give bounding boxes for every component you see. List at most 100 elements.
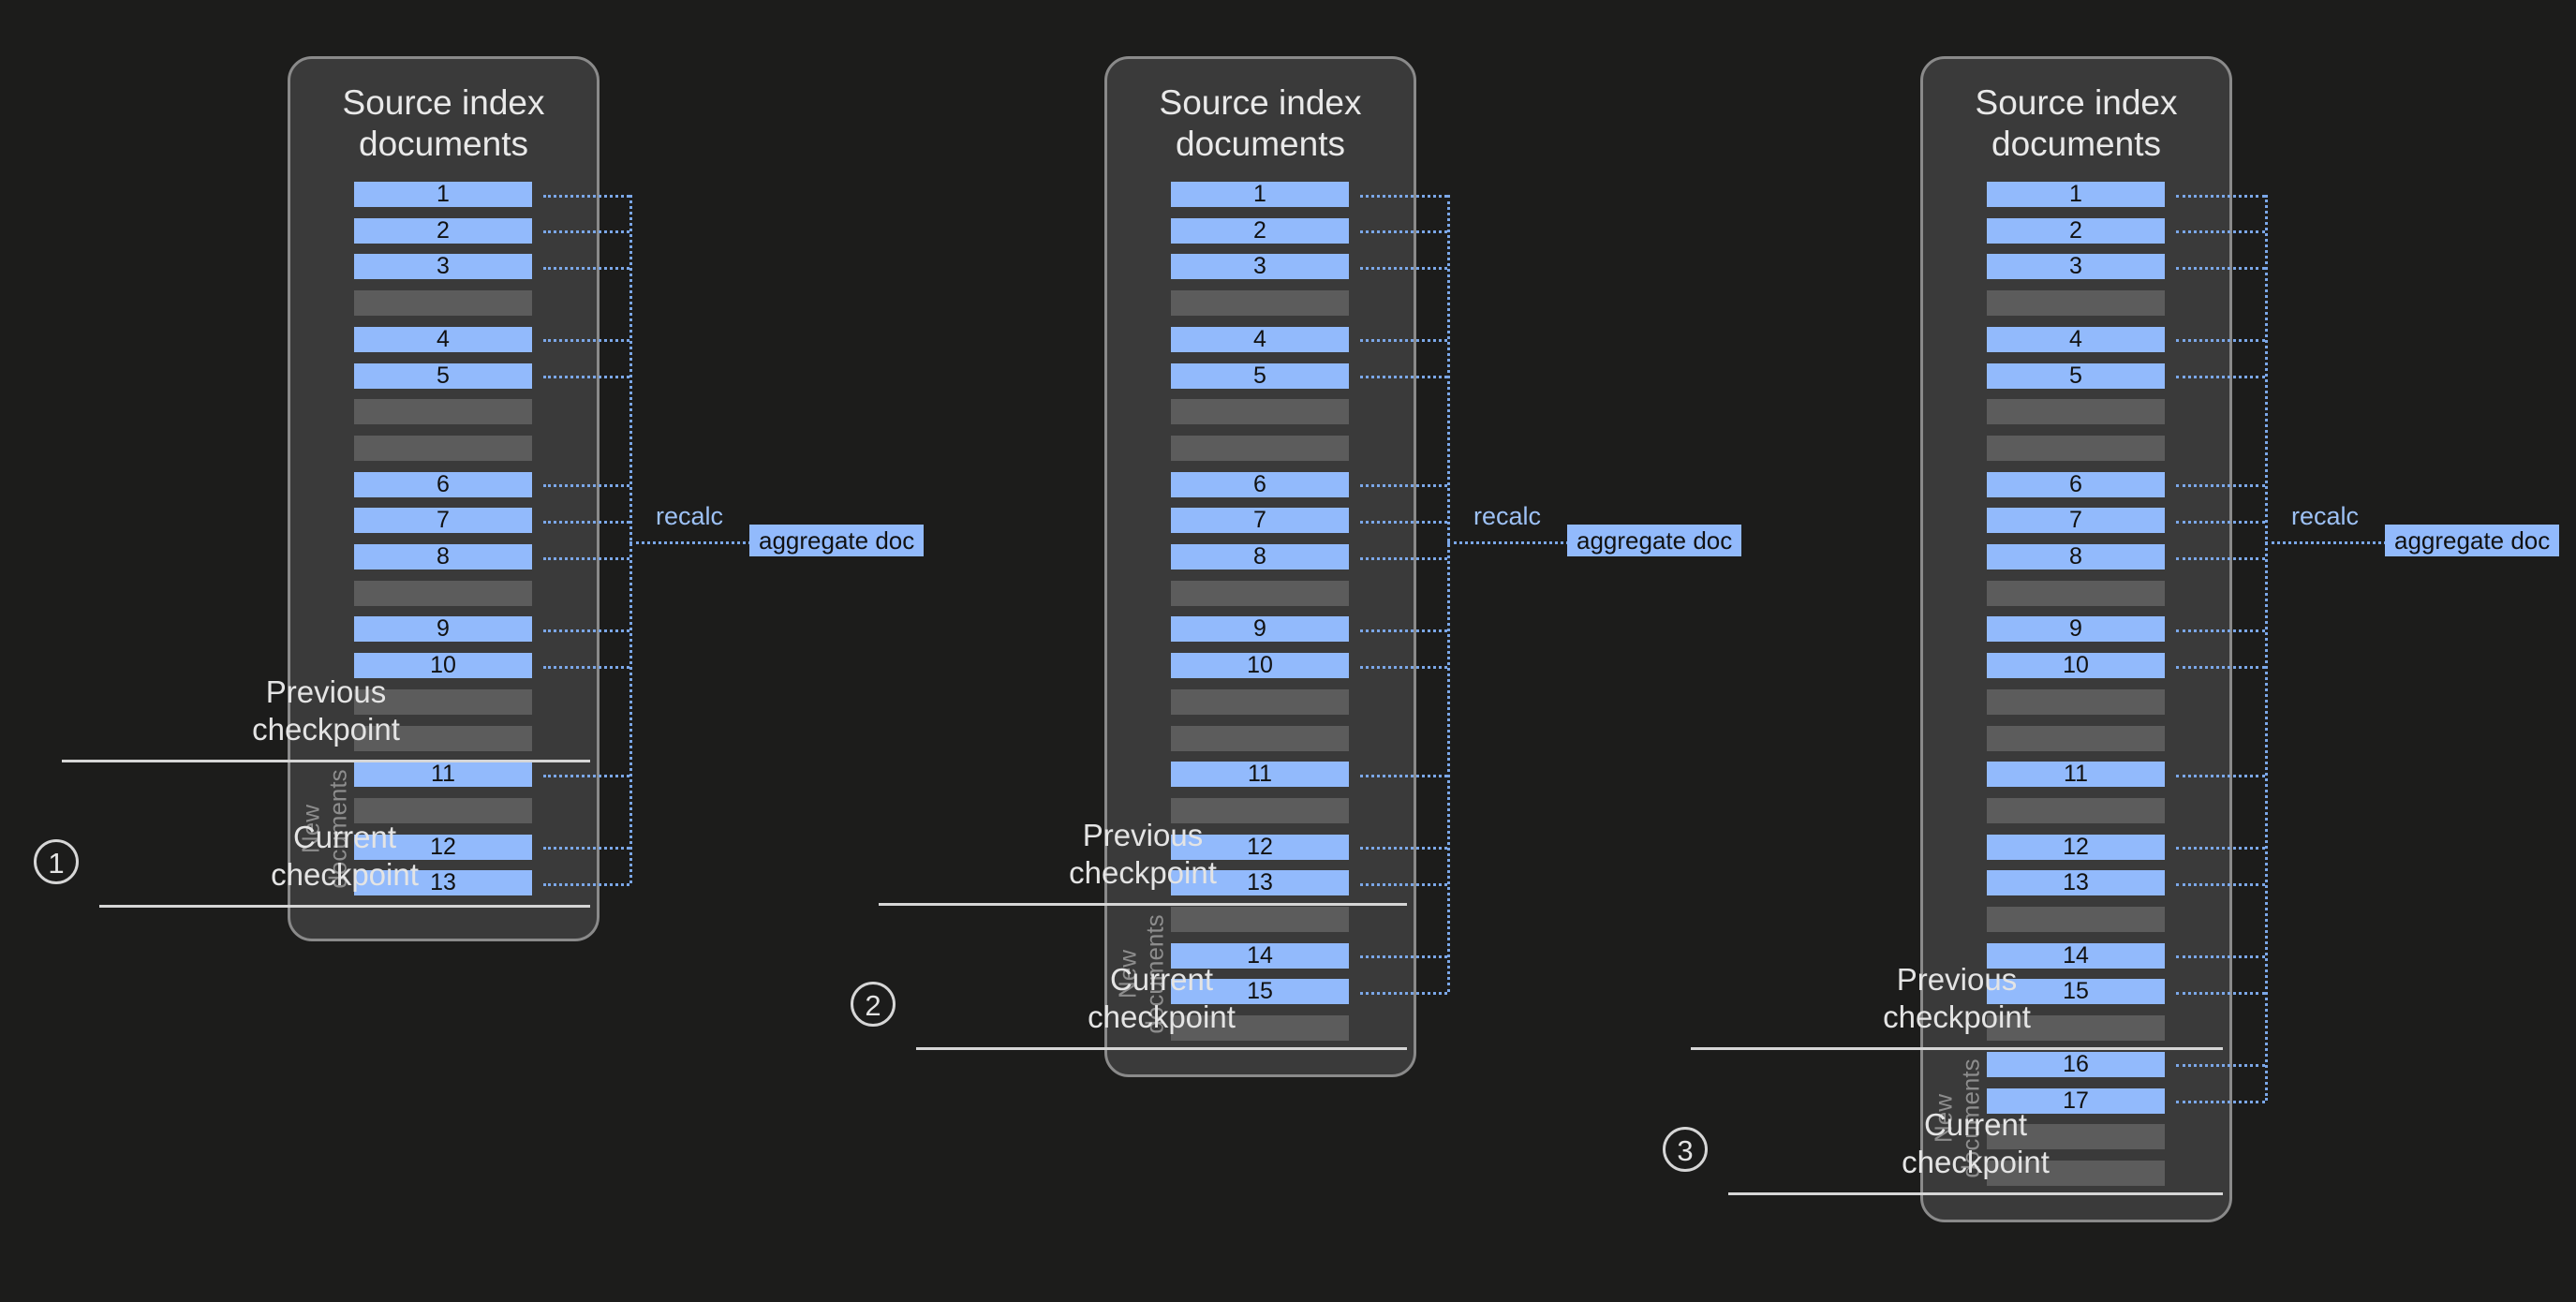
connector-line-row-10 <box>543 665 629 669</box>
document-row-3: 3 <box>1987 254 2165 280</box>
connector-line-row-3 <box>1360 266 1447 270</box>
connector-line-row-10 <box>1360 665 1447 669</box>
connector-line-row-8 <box>543 556 629 560</box>
document-row-13: 13 <box>354 870 532 896</box>
document-row-12: 12 <box>354 834 532 860</box>
recalc-label-3: recalc <box>2291 502 2360 530</box>
connector-line-row-15 <box>2176 991 2265 995</box>
document-row-empty <box>354 290 532 317</box>
document-row-11: 11 <box>1171 762 1349 788</box>
connector-line-row-2 <box>2176 230 2265 234</box>
current-checkpoint-label-1: Current checkpoint <box>271 820 419 892</box>
connector-line-row-14 <box>1360 955 1447 959</box>
document-row-empty <box>1171 290 1349 317</box>
step-number-badge-3: 3 <box>1663 1127 1708 1172</box>
connector-line-row-11 <box>1360 774 1447 777</box>
document-row-empty <box>1171 797 1349 823</box>
connector-line-row-7 <box>1360 520 1447 524</box>
document-row-empty <box>1987 1160 2165 1186</box>
document-row-15: 15 <box>1171 979 1349 1005</box>
connector-line-row-4 <box>2176 339 2265 343</box>
connector-line-row-3 <box>543 266 629 270</box>
document-row-9: 9 <box>1987 616 2165 643</box>
document-row-10: 10 <box>1987 653 2165 679</box>
connector-line-row-2 <box>1360 230 1447 234</box>
document-row-6: 6 <box>1171 471 1349 497</box>
connector-line-row-1 <box>1360 194 1447 198</box>
document-row-empty <box>1171 907 1349 932</box>
recalc-label-2: recalc <box>1473 502 1542 530</box>
step-number-badge-2: 2 <box>851 982 896 1027</box>
recalc-arrow-line-3 <box>2265 541 2392 544</box>
previous-checkpoint-line-2 <box>879 903 1407 906</box>
aggregate-doc-box-3: aggregate doc <box>2385 525 2560 556</box>
document-row-1: 1 <box>1171 182 1349 207</box>
document-row-empty <box>1987 399 2165 425</box>
document-row-empty <box>354 797 532 823</box>
previous-checkpoint-label-3: Previous checkpoint <box>1883 962 2031 1034</box>
connector-line-row-4 <box>543 339 629 343</box>
connector-line-row-8 <box>1360 556 1447 560</box>
document-row-empty <box>1171 435 1349 461</box>
panel-title-1: Source index documents <box>342 83 545 163</box>
current-checkpoint-line-2 <box>916 1047 1407 1050</box>
document-row-5: 5 <box>1171 362 1349 389</box>
connector-line-row-12 <box>1360 847 1447 851</box>
document-row-empty <box>1987 1015 2165 1042</box>
current-checkpoint-line-3 <box>1728 1192 2223 1195</box>
document-row-14: 14 <box>1171 942 1349 969</box>
document-row-13: 13 <box>1987 870 2165 896</box>
document-row-empty <box>1171 399 1349 425</box>
document-row-3: 3 <box>354 254 532 280</box>
document-row-empty <box>354 725 532 751</box>
connector-line-row-12 <box>2176 847 2265 851</box>
document-row-1: 1 <box>354 182 532 207</box>
connector-line-row-7 <box>2176 520 2265 524</box>
connector-line-row-11 <box>2176 774 2265 777</box>
connector-line-row-5 <box>543 376 629 378</box>
document-row-11: 11 <box>354 762 532 788</box>
recalc-label-1: recalc <box>656 502 724 530</box>
connector-line-row-11 <box>543 774 629 777</box>
recalc-arrow-line-1 <box>629 541 757 544</box>
document-row-empty <box>1987 797 2165 823</box>
document-row-empty <box>354 399 532 425</box>
document-row-16: 16 <box>1987 1051 2165 1077</box>
previous-checkpoint-line-3 <box>1691 1047 2223 1050</box>
connector-bracket-2 <box>1447 194 1450 992</box>
document-row-empty <box>1171 580 1349 606</box>
document-row-17: 17 <box>1987 1087 2165 1114</box>
document-row-6: 6 <box>354 471 532 497</box>
panel-title-3: Source index documents <box>1975 83 2178 163</box>
connector-line-row-7 <box>543 520 629 524</box>
aggregate-doc-box-1: aggregate doc <box>749 525 925 556</box>
document-row-5: 5 <box>1987 362 2165 389</box>
document-row-7: 7 <box>354 508 532 534</box>
document-row-empty <box>1171 1015 1349 1042</box>
document-row-10: 10 <box>1171 653 1349 679</box>
connector-bracket-3 <box>2265 194 2268 1101</box>
document-row-4: 4 <box>354 326 532 352</box>
panel-title-2: Source index documents <box>1159 83 1362 163</box>
current-checkpoint-label-3: Current checkpoint <box>1902 1107 2050 1179</box>
connector-line-row-1 <box>543 194 629 198</box>
connector-line-row-8 <box>2176 556 2265 560</box>
document-row-empty <box>1987 1124 2165 1150</box>
document-row-empty <box>354 688 532 715</box>
document-row-empty <box>1171 688 1349 715</box>
document-row-12: 12 <box>1987 834 2165 860</box>
connector-line-row-5 <box>2176 376 2265 378</box>
previous-checkpoint-label-1: Previous checkpoint <box>252 674 400 747</box>
connector-line-row-17 <box>2176 1101 2265 1103</box>
connector-line-row-13 <box>543 882 629 886</box>
document-row-13: 13 <box>1171 870 1349 896</box>
document-row-3: 3 <box>1171 254 1349 280</box>
document-row-11: 11 <box>1987 762 2165 788</box>
document-row-empty <box>1987 688 2165 715</box>
aggregate-doc-box-2: aggregate doc <box>1567 525 1742 556</box>
document-row-8: 8 <box>354 544 532 570</box>
document-row-7: 7 <box>1987 508 2165 534</box>
document-row-12: 12 <box>1171 834 1349 860</box>
connector-line-row-10 <box>2176 665 2265 669</box>
